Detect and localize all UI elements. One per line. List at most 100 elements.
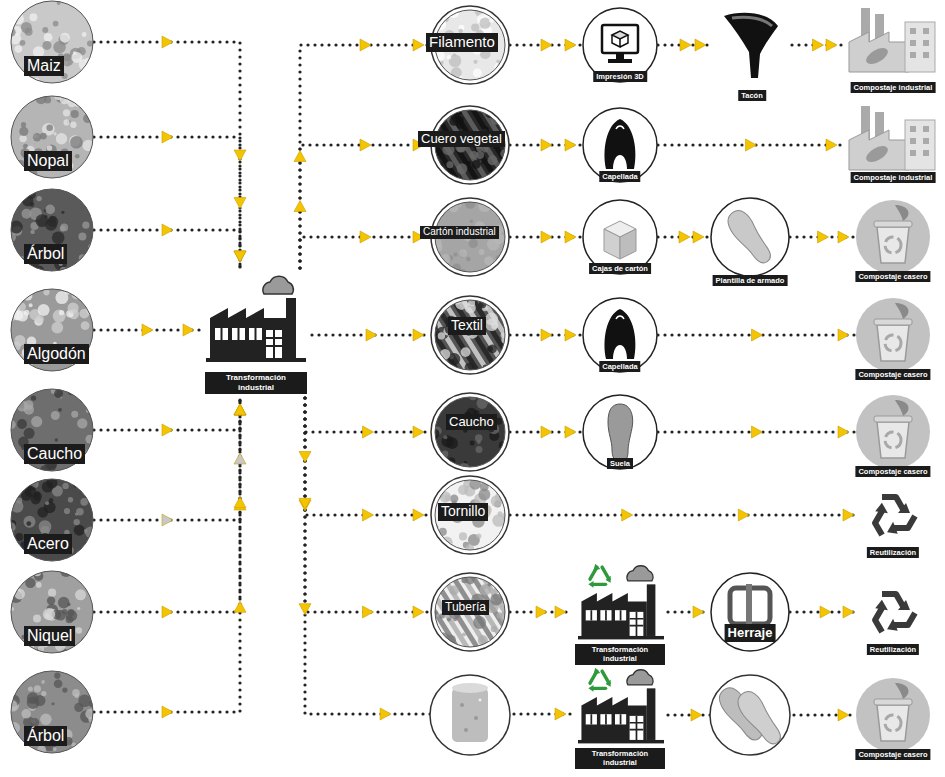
material-image-circle-part-part xyxy=(400,295,450,375)
recycling-factory-symbol-part-part xyxy=(647,688,656,740)
compost-bin-symbol-part xyxy=(874,416,912,422)
material-image-circle-part-part xyxy=(492,272,499,279)
node-label: Acero xyxy=(24,534,72,554)
recycle-symbol-part-part xyxy=(887,619,902,634)
arrow-head xyxy=(363,509,374,521)
material-image-circle-part-part xyxy=(505,320,513,328)
compost-bin-symbol-part xyxy=(856,298,930,372)
source-image-circle-part-part xyxy=(6,678,19,691)
material-image-circle-part-part xyxy=(520,572,570,652)
source-image-circle-part-part xyxy=(68,497,73,502)
source-image-circle-part-part xyxy=(62,688,67,693)
connector xyxy=(305,398,430,432)
material-image-circle-part-part xyxy=(465,575,475,585)
source-image-circle-part-part xyxy=(4,740,17,753)
industrial-compost-symbol-part xyxy=(864,143,891,165)
material-image-circle-part-part xyxy=(473,68,482,77)
material-image-circle-part-part xyxy=(482,104,487,109)
source-image-circle-part-part xyxy=(88,450,94,456)
material-image-circle-part-part xyxy=(490,177,502,189)
source-image-circle-part-part xyxy=(72,689,80,697)
arrow-head xyxy=(565,39,576,51)
source-image-circle-part-part xyxy=(76,508,84,516)
arrow-head xyxy=(838,426,849,438)
process-circle-part xyxy=(616,316,624,319)
source-image-circle-part xyxy=(4,668,99,755)
compost-bin-symbol-part xyxy=(895,205,909,221)
node-label: Herraje xyxy=(725,624,776,642)
source-image-circle-part-part xyxy=(25,28,33,36)
material-image-circle-part-part xyxy=(438,332,445,339)
recycling-factory-symbol-part-part xyxy=(591,714,620,724)
arrow-head xyxy=(838,231,849,243)
source-image-circle-part-part xyxy=(6,453,18,465)
node-label: Reutilización xyxy=(867,644,919,655)
material-image-circle-part xyxy=(425,390,514,477)
recycling-factory-symbol-part-part xyxy=(591,610,620,620)
material-image-circle-part-part xyxy=(433,264,445,276)
material-image-circle-part-part xyxy=(425,406,438,419)
material-image-circle-part-part xyxy=(380,572,430,652)
source-image-circle-part-part xyxy=(84,454,94,464)
arrow-head xyxy=(738,509,749,521)
source-node: Nopal xyxy=(10,95,94,179)
source-image-circle-part-part xyxy=(36,196,41,201)
source-image-circle-part-part xyxy=(4,249,17,262)
material-image-circle-part-part xyxy=(478,635,488,645)
process-circle-part xyxy=(620,229,636,259)
arrow-head xyxy=(162,606,173,618)
material-image-circle-part-part xyxy=(436,570,442,576)
recycling-factory-symbol-part-part xyxy=(588,668,610,692)
material-image-circle-part-part xyxy=(493,113,497,117)
material-image-circle-part-part xyxy=(504,548,516,560)
material-image-circle-part-part xyxy=(426,475,435,484)
source-image-circle-part xyxy=(11,571,93,653)
node-label: Tacón xyxy=(738,90,766,101)
process-node: Impresión 3D xyxy=(582,7,658,83)
source-image-circle-part-part xyxy=(65,469,69,473)
node-label: Plantilla de armado xyxy=(713,275,788,286)
source-image-circle-part-part xyxy=(79,669,87,677)
material-image-circle-part-part xyxy=(433,400,439,406)
recycling-factory-symbol-part-part-part xyxy=(588,685,593,692)
node-label: Capellada xyxy=(599,361,640,372)
end-node: Reutilización xyxy=(860,483,926,543)
recycle-symbol-part-part xyxy=(887,522,902,537)
heel-symbol-part xyxy=(724,13,778,78)
material-node: Cuero vegetal xyxy=(430,105,510,185)
material-image-circle-part xyxy=(435,480,505,550)
compost-bin-symbol-part xyxy=(877,422,909,458)
source-image-circle-part-part xyxy=(62,483,68,489)
source-image-circle-part-part xyxy=(44,613,49,618)
arrow-head xyxy=(813,39,824,51)
arrow-head xyxy=(234,404,246,415)
arrow-head xyxy=(679,231,690,243)
recycling-factory-symbol-part-part xyxy=(630,612,644,636)
node-label: Filamento xyxy=(426,33,498,52)
material-image-circle-part-part xyxy=(473,616,486,629)
material-image-circle-part-part xyxy=(486,318,499,331)
arrow-head xyxy=(826,39,837,51)
material-image-circle-part-part xyxy=(494,571,497,574)
source-image-circle-part-part xyxy=(54,132,57,135)
source-image-circle-part-part xyxy=(76,627,83,634)
source-image-circle-part xyxy=(11,479,93,561)
source-image-circle-part-part xyxy=(73,0,79,6)
material-image-circle-part-part xyxy=(486,467,496,477)
material-image-circle-part-part xyxy=(466,391,472,397)
factory-symbol-part xyxy=(206,276,306,362)
source-image-circle-part-part xyxy=(21,122,26,127)
material-image-circle-part-part xyxy=(477,440,481,444)
source-image-circle-part-part xyxy=(83,114,92,123)
end-node: Reutilización xyxy=(860,580,926,640)
factory-node: Transformación industrial xyxy=(200,268,312,398)
source-image-circle-part-part xyxy=(85,448,96,459)
recycling-factory-symbol-part-part xyxy=(647,584,656,636)
source-image-circle-part-part xyxy=(74,519,80,525)
material-image-circle-part-part xyxy=(428,539,434,545)
material-image-circle-part-part xyxy=(429,583,438,592)
source-image-circle-part-part xyxy=(63,109,70,116)
source-image-circle-part-part xyxy=(42,481,53,492)
material-image-circle-part-part xyxy=(456,120,464,128)
arrow-head xyxy=(541,426,552,438)
